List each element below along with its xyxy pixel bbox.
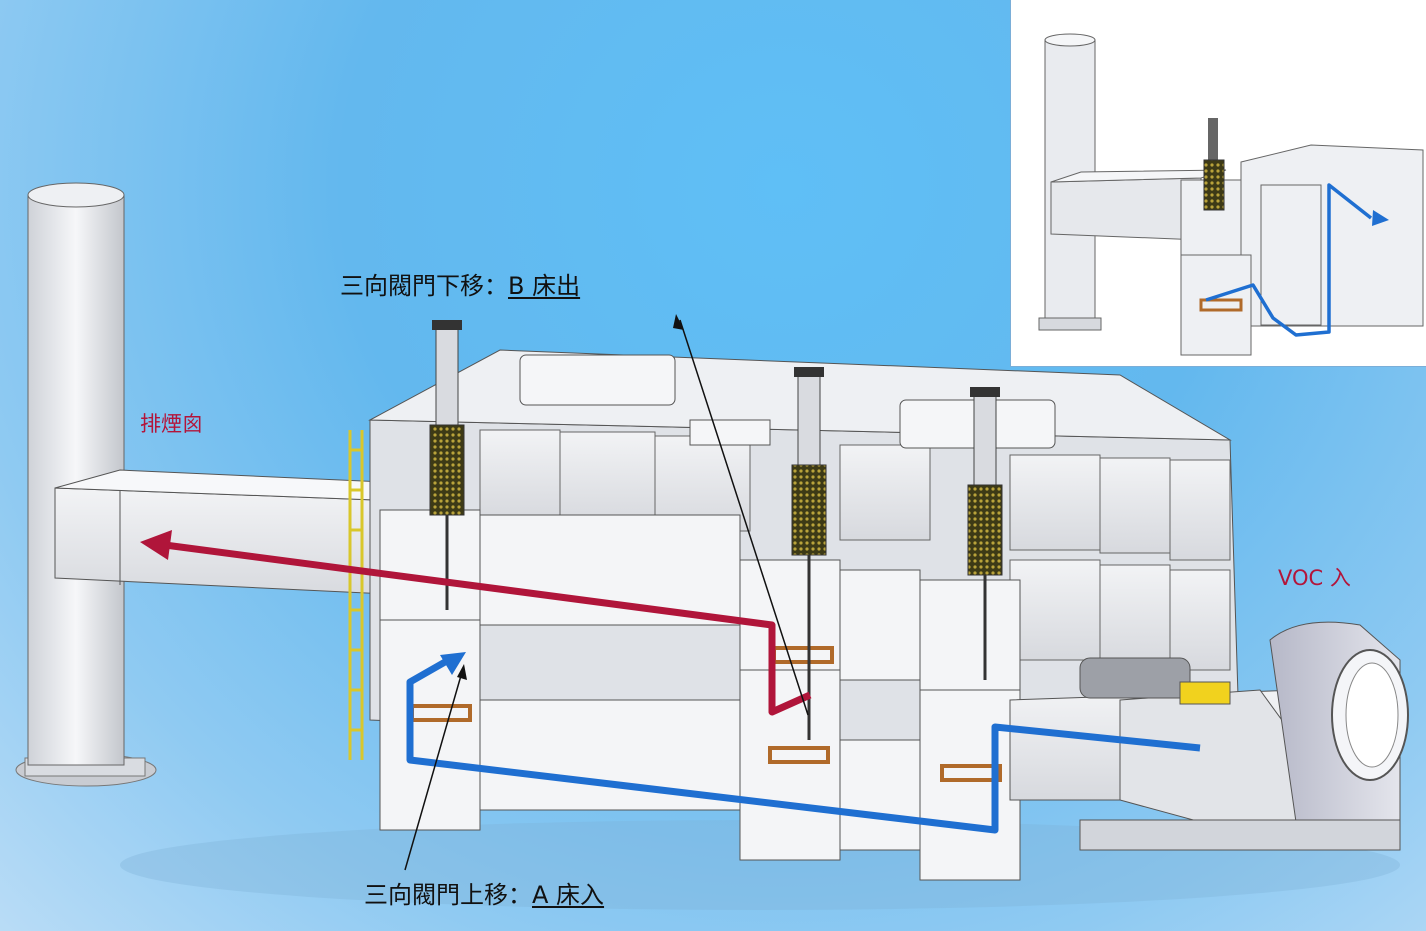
label-voc-inlet: VOC 入 [1278,566,1351,590]
inset-housing [1180,144,1424,356]
label-valve-down-target: B 床出 [508,272,581,300]
callout-line-valve-down [673,314,809,716]
inlet-flow-arrow [406,652,1201,834]
label-valve-down: 三向閥門下移：B 床出 [340,266,580,301]
fan [1079,621,1409,851]
inset-diagram [1038,33,1424,356]
inset-duct [1050,169,1227,241]
label-valve-down-prefix: 三向閥門下移： [340,272,508,300]
valve-actuator-2 [791,367,827,740]
valve-actuator-3 [967,387,1003,680]
valve-actuator-1 [429,320,465,610]
callout-line-valve-up [404,664,467,871]
exhaust-flow-arrow [140,530,812,716]
label-valve-up-prefix: 三向閥門上移： [364,881,532,909]
label-valve-up-target: A 床入 [532,881,605,909]
label-chimney: 排煙囪 [140,412,203,436]
inset-flow-arrow [1205,183,1389,337]
label-valve-up: 三向閥門上移：A 床入 [364,875,604,910]
inset-valve-frame [1199,298,1243,312]
inset-side-view [1010,0,1426,367]
ladder [348,430,364,760]
inset-actuator [1203,118,1225,211]
